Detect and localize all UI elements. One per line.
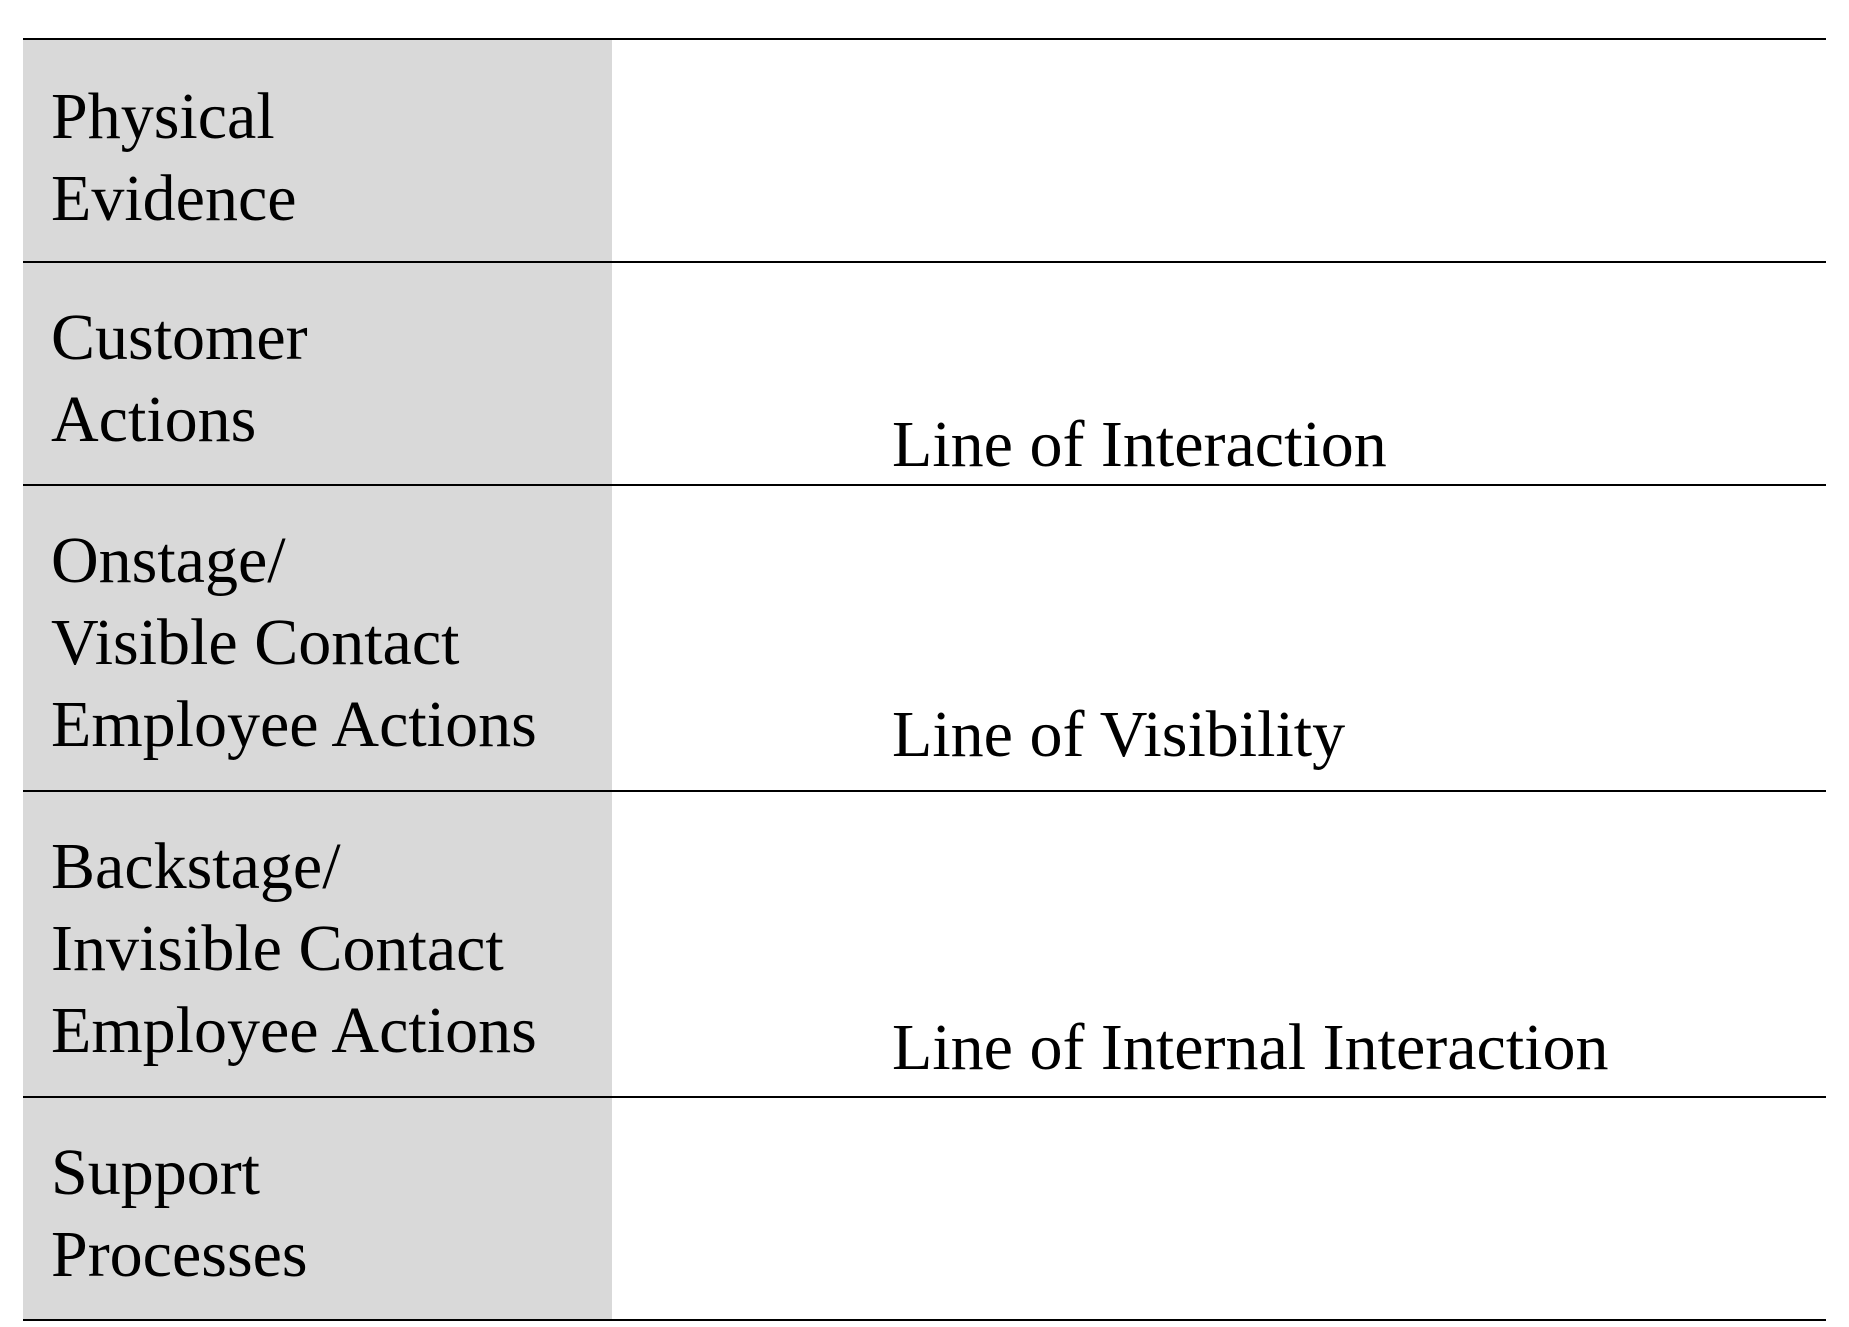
lane-label: Physical Evidence <box>51 80 297 235</box>
line-of-interaction-label: Line of Interaction <box>892 408 1387 481</box>
line-of-internal-interaction <box>23 1096 1826 1098</box>
lane-divider-line <box>23 261 1826 263</box>
lane-support-processes: Support Processes <box>23 1096 612 1319</box>
line-of-interaction <box>23 484 1826 486</box>
lane-customer-actions: Customer Actions <box>23 261 612 484</box>
lane-backstage-actions: Backstage/ Invisible Contact Employee Ac… <box>23 790 612 1096</box>
lane-label: Onstage/ Visible Contact Employee Action… <box>51 524 537 761</box>
bottom-border-line <box>23 1319 1826 1321</box>
line-of-internal-interaction-label: Line of Internal Interaction <box>892 1011 1609 1084</box>
lane-label: Backstage/ Invisible Contact Employee Ac… <box>51 830 537 1067</box>
top-border-line <box>23 38 1826 40</box>
lane-label: Support Processes <box>51 1136 308 1291</box>
service-blueprint-diagram: Physical Evidence Customer Actions Onsta… <box>23 38 1826 1321</box>
line-of-visibility-label: Line of Visibility <box>892 698 1346 771</box>
lane-physical-evidence: Physical Evidence <box>23 38 612 261</box>
lane-onstage-actions: Onstage/ Visible Contact Employee Action… <box>23 484 612 790</box>
lane-label: Customer Actions <box>51 301 308 456</box>
line-of-visibility <box>23 790 1826 792</box>
